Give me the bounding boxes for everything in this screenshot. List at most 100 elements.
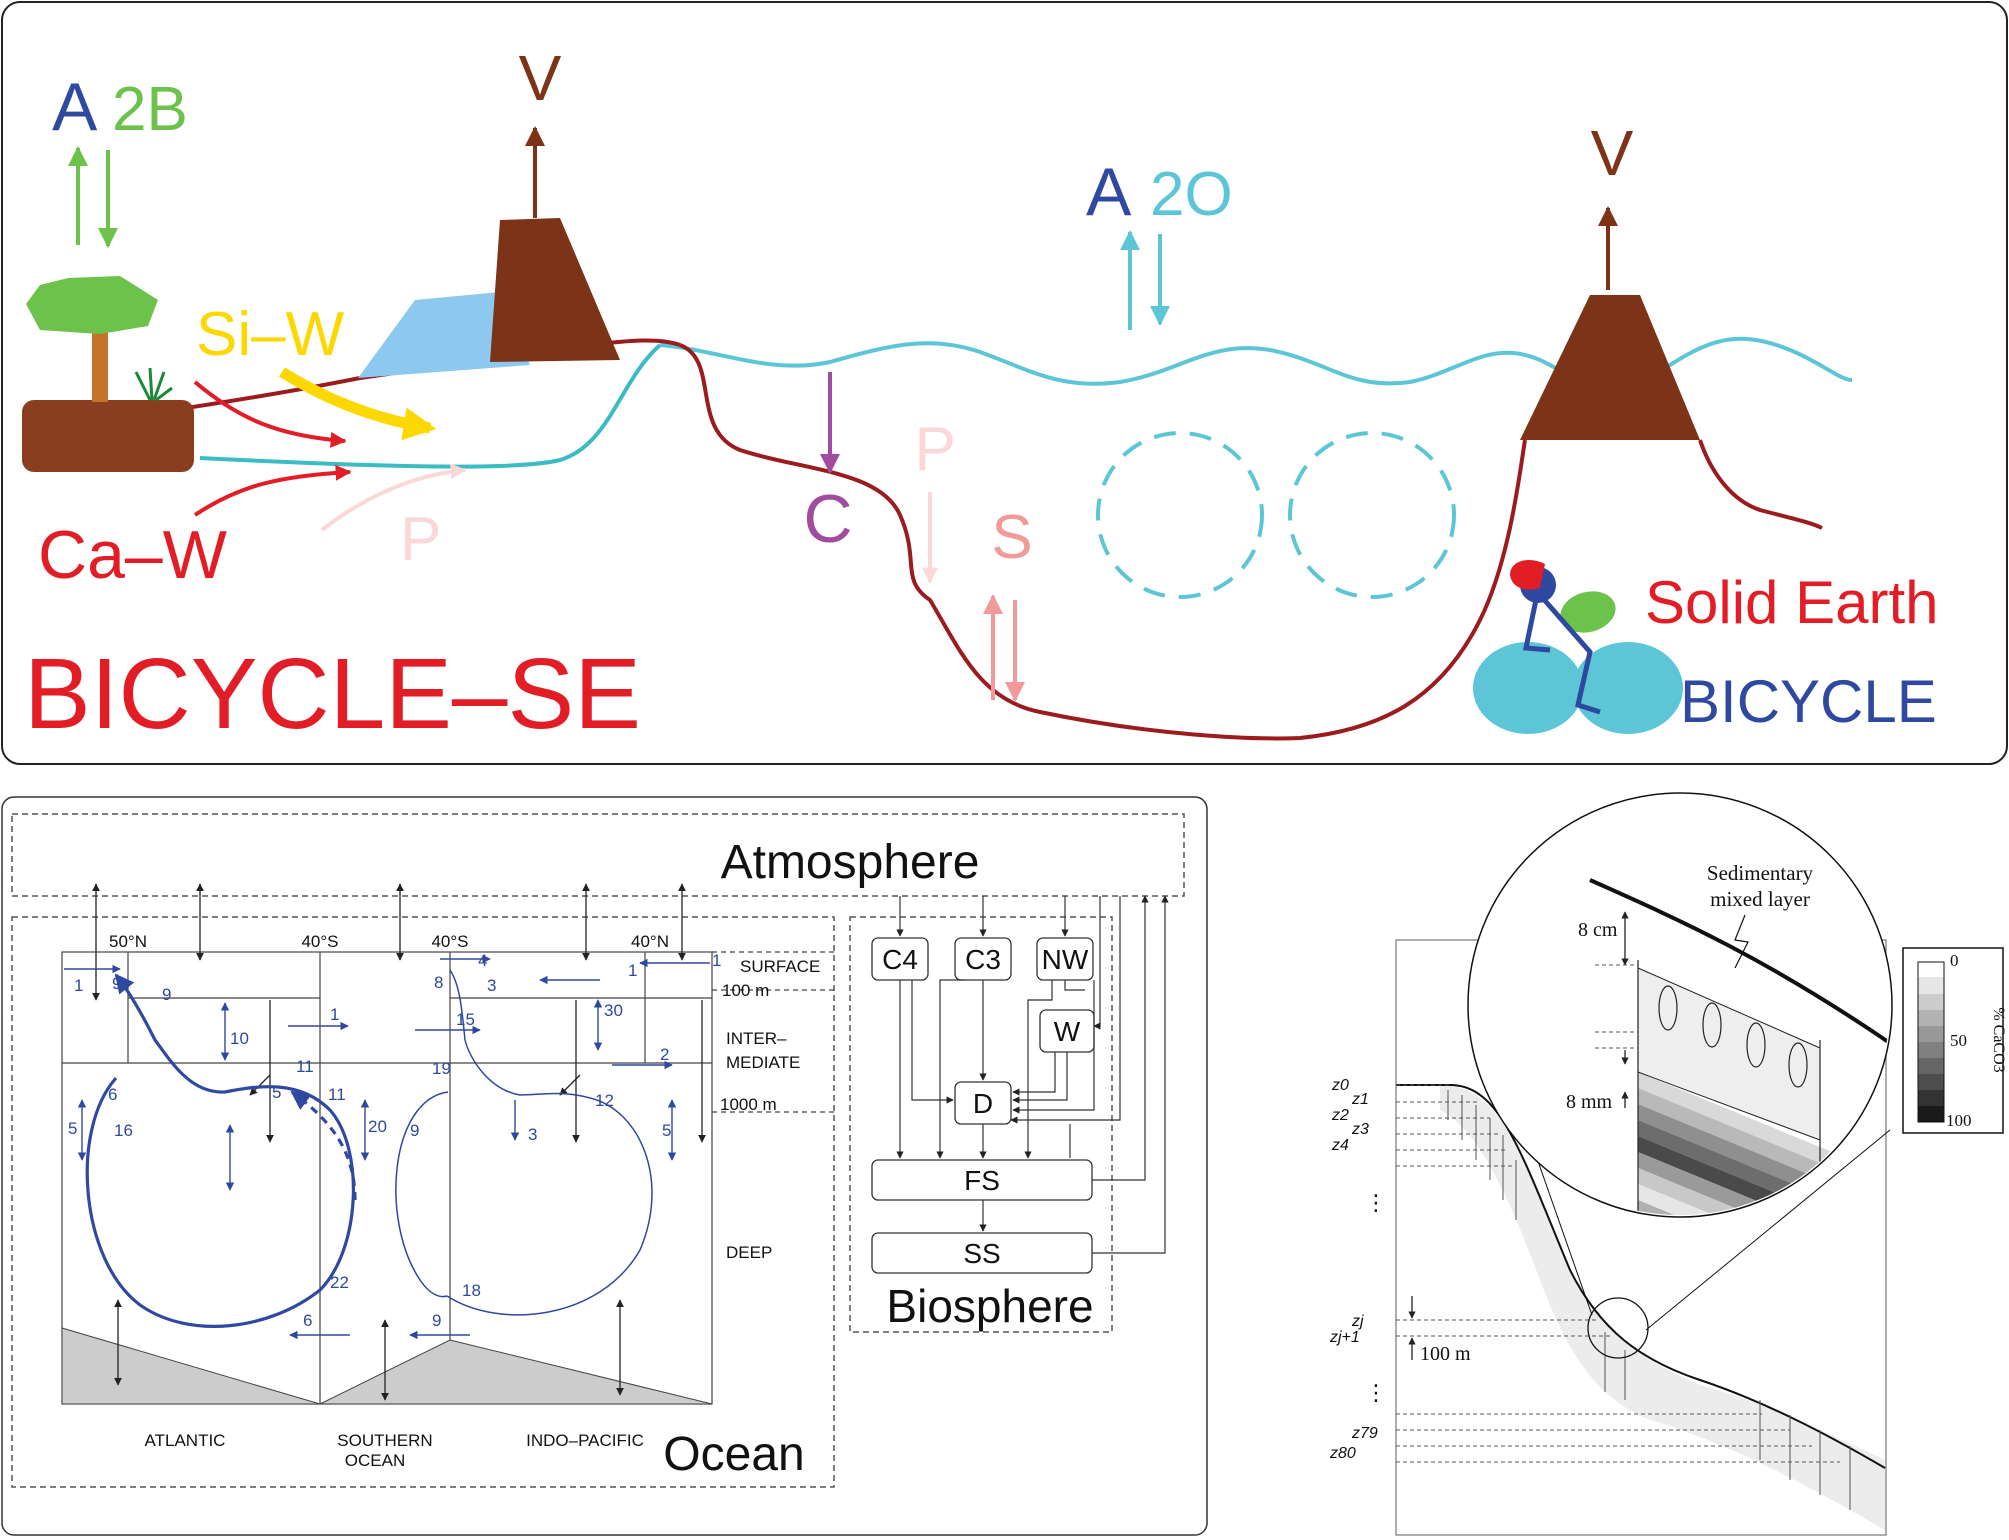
atmosphere-title: Atmosphere — [721, 836, 980, 889]
z-label-80: z80 — [1329, 1445, 1356, 1462]
tree-trunk — [92, 320, 108, 402]
scale-tick-0: 0 — [1950, 951, 1959, 970]
indo-pacific-loop — [446, 969, 653, 1316]
mixing-loops — [1658, 985, 1808, 1088]
flux-3a: 3 — [487, 976, 496, 995]
model-panel: Atmosphere Ocean Biosphere 50°N 40°S 40°… — [1, 796, 1208, 1536]
top-panel: V V A 2B A 2O Si–W Ca–W P C P S — [1, 1, 2008, 765]
z-label-2: z2 — [1331, 1107, 1349, 1124]
carbonate-weathering-label: Ca–W — [38, 517, 227, 593]
atmosphere-label-land: A — [52, 69, 98, 145]
weathering-arrow-upper — [193, 380, 347, 448]
shelf-water-line — [199, 343, 662, 469]
bicycle-logo — [1473, 559, 1683, 734]
depth-8cm-label: 8 cm — [1578, 919, 1618, 941]
layer-100m: 100 m — [722, 981, 769, 1000]
volcano-left-label: V — [519, 42, 562, 114]
layer-surface: SURFACE — [740, 957, 820, 976]
flux-15: 15 — [456, 1010, 475, 1029]
z-labels: z0 z1 z2 z3 z4 zj zj+1 z79 z80 — [1329, 1077, 1378, 1462]
seafloor-atlantic — [61, 1327, 321, 1405]
flux-1d: 1 — [628, 961, 637, 980]
flux-5a: 5 — [68, 1119, 77, 1138]
flux-4: 4 — [478, 951, 487, 970]
caco3-scale — [1917, 961, 1945, 1123]
z-label-j1: zj+1 — [1329, 1329, 1360, 1346]
z-label-3: z3 — [1351, 1121, 1369, 1138]
flux-1a: 1 — [74, 976, 83, 995]
atmosphere-box — [11, 813, 1185, 897]
z-label-0: z0 — [1331, 1077, 1349, 1094]
box-nw: NW — [1042, 944, 1089, 975]
air-sea-arrows — [92, 883, 706, 1401]
mixed-layer-pointer — [1734, 914, 1749, 969]
logo-wheel-right — [1573, 642, 1683, 734]
logo-rider-leg — [1538, 593, 1601, 715]
flux-10: 10 — [230, 1029, 249, 1048]
flux-16: 16 — [114, 1121, 133, 1140]
box-w: W — [1054, 1016, 1081, 1047]
grass-icon — [134, 367, 173, 402]
scale-label: % CaCO3 — [1990, 1007, 2007, 1072]
phosphorus-label-ocean: P — [914, 415, 955, 484]
logo-wheel-left — [1473, 642, 1583, 734]
sediment-wedge — [1440, 1085, 1885, 1530]
scale-tick-50: 50 — [1950, 1031, 1967, 1050]
box-fs: FS — [964, 1165, 1000, 1196]
flux-1c: 1 — [712, 951, 721, 970]
box-ss: SS — [963, 1238, 1000, 1269]
biosphere-title: Biosphere — [886, 1280, 1093, 1332]
box-d: D — [973, 1088, 993, 1119]
phosphorus-runoff-arrow — [320, 463, 467, 532]
sediment-panel: z0 z1 z2 z3 z4 zj zj+1 z79 z80 ⋮ ⋮ 100 m — [1329, 792, 2007, 1536]
biosphere-exchange-label: 2B — [112, 75, 188, 144]
flux-9d: 9 — [432, 1311, 441, 1330]
rock-block — [358, 292, 530, 378]
scale-tick-100: 100 — [1946, 1111, 1972, 1130]
logo-rider-arm — [1522, 589, 1551, 653]
silicate-weathering-label: Si–W — [196, 300, 345, 369]
biosphere-boxes — [871, 937, 1095, 1274]
box-c3: C3 — [965, 944, 1001, 975]
weathering-arrow-lower — [193, 464, 352, 517]
flux-2: 2 — [660, 1045, 669, 1064]
z-label-4: z4 — [1331, 1137, 1349, 1154]
phosphorus-label-coast: P — [400, 505, 441, 574]
lat-label-40s-a: 40°S — [301, 932, 338, 951]
sediment-label: S — [991, 503, 1032, 572]
biosphere-box-labels: C4 C3 NW W D FS SS — [882, 944, 1089, 1269]
flux-5c: 5 — [662, 1121, 671, 1140]
flux-arrows — [64, 954, 710, 1340]
flux-9c: 9 — [410, 1121, 419, 1140]
basin-atlantic: ATLANTIC — [145, 1431, 226, 1450]
layer-1000m: 1000 m — [720, 1095, 777, 1114]
mixed-layer-label-1: Sedimentary — [1707, 861, 1814, 885]
volcano-right-label: V — [1591, 117, 1634, 189]
atmosphere-label-ocean: A — [1086, 154, 1132, 230]
flux-6a: 6 — [108, 1085, 117, 1104]
sediment-ticks — [1447, 1090, 1851, 1510]
logo-bicycle-text: BICYCLE — [1680, 668, 1937, 735]
volcano-left — [490, 218, 620, 362]
model-panel-frame — [1, 796, 1208, 1536]
flux-9b: 9 — [162, 985, 171, 1004]
flux-18: 18 — [462, 1281, 481, 1300]
flux-11a: 11 — [296, 1057, 314, 1076]
z-label-79: z79 — [1351, 1425, 1378, 1442]
flux-3b: 3 — [528, 1125, 537, 1144]
ocean-floor-right — [1698, 439, 1823, 530]
basin-indo-pacific: INDO–PACIFIC — [526, 1431, 644, 1450]
ocean-exchange-label: 2O — [1150, 160, 1233, 229]
tree-canopy — [26, 276, 158, 334]
basin-southern-1: SOUTHERN — [337, 1431, 432, 1450]
flux-8: 8 — [434, 973, 443, 992]
logo-solid-earth-text: Solid Earth — [1645, 569, 1939, 636]
indo-pacific-loop-2 — [395, 1091, 449, 1298]
basin-southern-2: OCEAN — [345, 1451, 405, 1470]
lat-label-50n: 50°N — [109, 932, 147, 951]
depth-lines — [1396, 1084, 1840, 1463]
box-c4: C4 — [882, 944, 918, 975]
carbon-label: C — [803, 481, 852, 557]
volcano-right — [1520, 295, 1700, 440]
ocean-title: Ocean — [663, 1428, 804, 1481]
